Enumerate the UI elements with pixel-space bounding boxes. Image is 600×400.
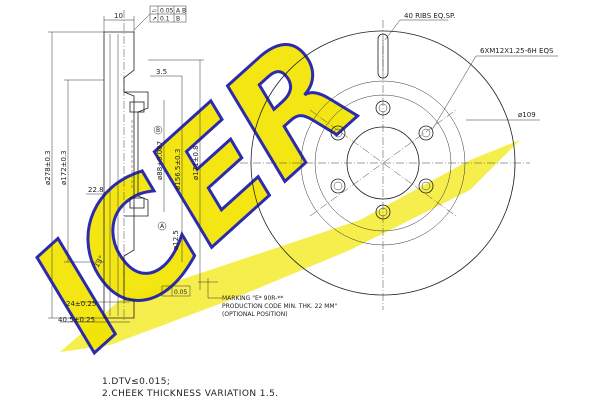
thickness-24-label: 24±0.25 (66, 300, 96, 308)
ribs-label: 40 RIBS EQ.SP. (404, 12, 455, 20)
tol-flatness-value: 0.05 (160, 8, 174, 15)
height-40-5-label: 40.5±0.25 (58, 316, 95, 324)
holes-label: 6XM12X1.25-6H EQS (480, 47, 554, 55)
dia-88-label: ø88+0.087 (156, 141, 164, 180)
datum-markers: B A (153, 125, 167, 231)
dia-109-label: ø109 (518, 111, 536, 119)
datum-a-label: A (160, 223, 165, 230)
svg-text:↗: ↗ (152, 16, 157, 23)
front-view-labels: 40 RIBS EQ.SP. 6XM12X1.25-6H EQS ø109 (404, 12, 554, 119)
footer-note-1: 1.DTV≤0.015; (102, 377, 170, 387)
marking-line-2: PRODUCTION CODE MIN. THK. 22 MM" (222, 303, 338, 310)
flatness-small-label: 0.05 (174, 289, 188, 296)
height-22-8-label: 22.8 (88, 186, 104, 194)
dia-171-label: ø171±0.8 (192, 145, 200, 180)
dia-156-5-label: ø156.5±0.3 (174, 149, 182, 190)
tol-runout-value: 0.1 (160, 16, 170, 23)
datum-b-label: B (156, 127, 160, 134)
footer-note-2: 2.CHEEK THICKNESS VARIATION 1.5. (102, 389, 279, 399)
logo-swoosh (60, 140, 520, 352)
logo-text: ICER (0, 6, 389, 381)
dia-278-label: ø278±0.3 (44, 150, 52, 185)
svg-text:⏥: ⏥ (152, 8, 157, 15)
marking-note: MARKING "E* 90R-** PRODUCTION CODE MIN. … (198, 278, 338, 318)
section-view (48, 10, 204, 323)
front-view (240, 19, 558, 310)
marking-line-1: MARKING "E* 90R-** (222, 295, 283, 302)
offset-3-5-label: 3.5 (156, 68, 167, 76)
tolerance-frame: ⏥ ↗ 0.05 A B 0.1 B (133, 5, 187, 31)
dia-172-label: ø172±0.3 (60, 150, 68, 185)
brand-logo: ICER (0, 5, 520, 383)
marking-line-3: (OPTIONAL POSITION) (222, 311, 288, 318)
footer-notes: 1.DTV≤0.015; 2.CHEEK THICKNESS VARIATION… (102, 377, 279, 399)
tol-runout-ref: B (176, 16, 180, 23)
section-dimension-labels: 10 3.5 ø278±0.3 ø172±0.3 ø88+0.087 ø156.… (44, 12, 200, 324)
tol-flatness-ref: A B (176, 8, 186, 15)
dia-12-5-label: ø12.5 (172, 230, 180, 250)
width-10-label: 10 (114, 12, 123, 20)
